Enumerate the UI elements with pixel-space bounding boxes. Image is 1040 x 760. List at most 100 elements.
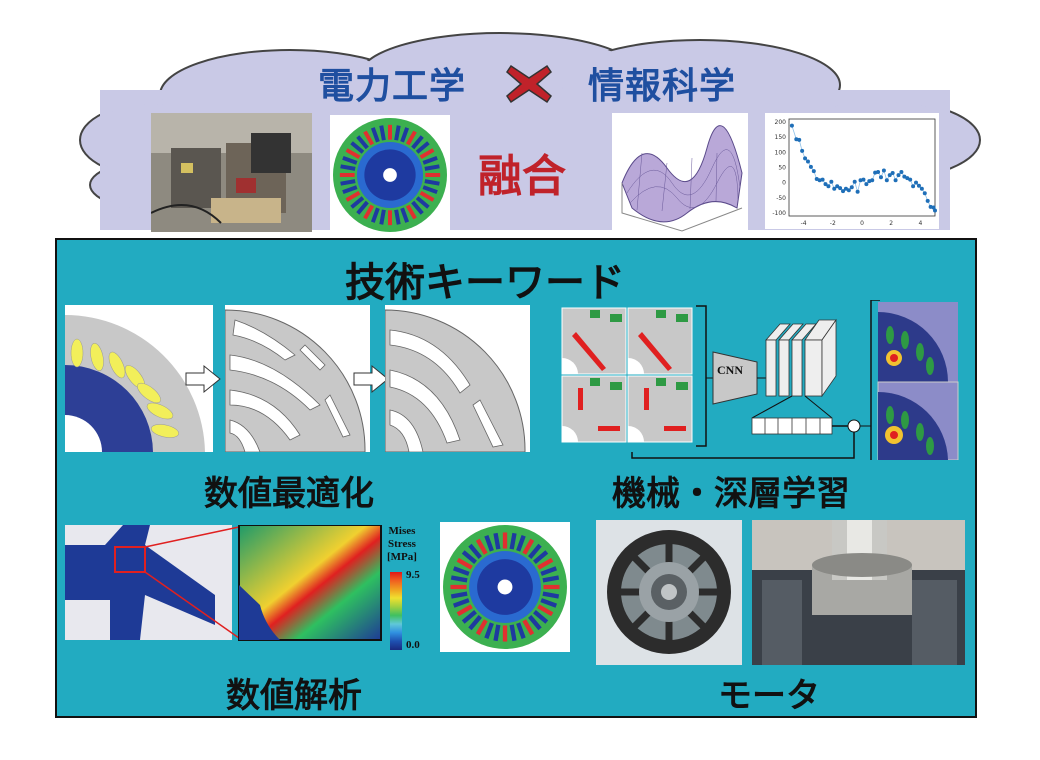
stator-slot [461,610,477,624]
data-point [870,178,875,183]
fusion-label: 融合 [478,151,566,202]
colorbar-title-line: Mises [388,525,416,537]
stator-slot [356,135,369,150]
data-point [855,189,860,194]
data-point [908,177,913,182]
information-science-title: 情報科学 [588,66,737,107]
stator-slot [484,622,494,640]
data-point [803,156,808,161]
data-point [878,175,883,180]
data-point [841,189,846,194]
stator-slot [516,622,526,640]
stator-slot [342,155,358,165]
stator-slot [509,532,517,550]
stator-slot [456,557,473,570]
stator-stress-map-bottom [440,522,570,652]
stator-slot [394,125,401,141]
stator-slot [540,598,558,608]
stator-slot [537,604,554,617]
data-point [914,180,919,185]
stator-slot [415,141,430,154]
stator-slot [419,190,435,202]
data-point [916,183,921,188]
keyword-optimization: 数値最適化 [204,474,374,514]
stator-slot [468,543,482,559]
y-tick-label: -50 [776,195,786,202]
data-point [800,148,805,153]
stator-slot [452,566,470,576]
stress-prediction-maps [877,302,959,460]
electrical-engineering-title: 電力工学 [318,66,467,107]
y-tick-label: -100 [772,210,786,217]
cross-icon [506,64,552,104]
data-point [846,188,851,193]
data-point [829,179,834,184]
stator-slot [340,179,356,186]
fea-stress-analysis [65,525,382,641]
stator-slot [522,538,535,555]
stator-slot [422,155,438,165]
data-point [911,184,916,189]
stator-slot [363,204,375,220]
data-point [811,169,816,174]
data-point [919,186,924,191]
y-tick-label: 100 [775,149,787,156]
stator-slot [350,196,365,209]
stator-slot [379,209,386,225]
stator-slot [422,185,438,195]
data-point [899,170,904,175]
data-point [797,137,802,142]
data-point [805,159,810,164]
intermediate-topology [225,305,370,452]
data-point [933,208,937,213]
stator-slot [405,130,417,146]
stator-slot [411,200,424,215]
stator-slot [450,575,468,583]
stator-slot [516,534,526,552]
cnn-diagram [561,300,959,460]
stator-slot [363,130,375,146]
data-point [896,173,901,178]
keyword-motor: モータ [718,676,820,716]
data-point [820,177,825,182]
stator-slot [475,538,488,555]
stator-slot [533,550,549,564]
data-point [789,123,794,128]
stator-slot [345,190,361,202]
data-point [808,164,813,169]
stator-slot [537,557,554,570]
stator-slot [340,164,356,171]
data-point [864,182,869,187]
initial-rotor-design [65,305,213,452]
colorbar-min: 0.0 [406,639,420,651]
stator-slot [419,148,435,160]
data-point [893,178,898,183]
stator-slot [468,615,482,631]
stator-slot [400,127,410,143]
data-point [884,178,889,183]
stator-slot [345,148,361,160]
stator-slot [509,624,517,642]
data-point [849,185,854,190]
x-tick-label: 4 [918,220,922,227]
y-tick-label: 0 [782,180,786,187]
stator-slot [542,591,560,599]
data-point [890,170,895,175]
x-tick-label: -4 [801,220,807,227]
stator-slot [370,127,380,143]
colorbar-title-line: Stress [388,538,416,550]
stator-slot [342,185,358,195]
shaft-hole [497,579,513,595]
data-point [925,198,930,203]
data-point [835,184,840,189]
stator-slot [452,598,470,608]
stator-slot [424,179,440,186]
lab-equipment-photo [151,113,312,232]
stator-slot [461,550,477,564]
colorbar [390,572,402,650]
colorbar-title: Mises Stress [MPa] [387,525,417,564]
cnn-label: CNN [717,363,743,377]
stator-slot [493,624,501,642]
motor-shaft-photo [752,520,965,665]
stator-slot [394,209,401,225]
